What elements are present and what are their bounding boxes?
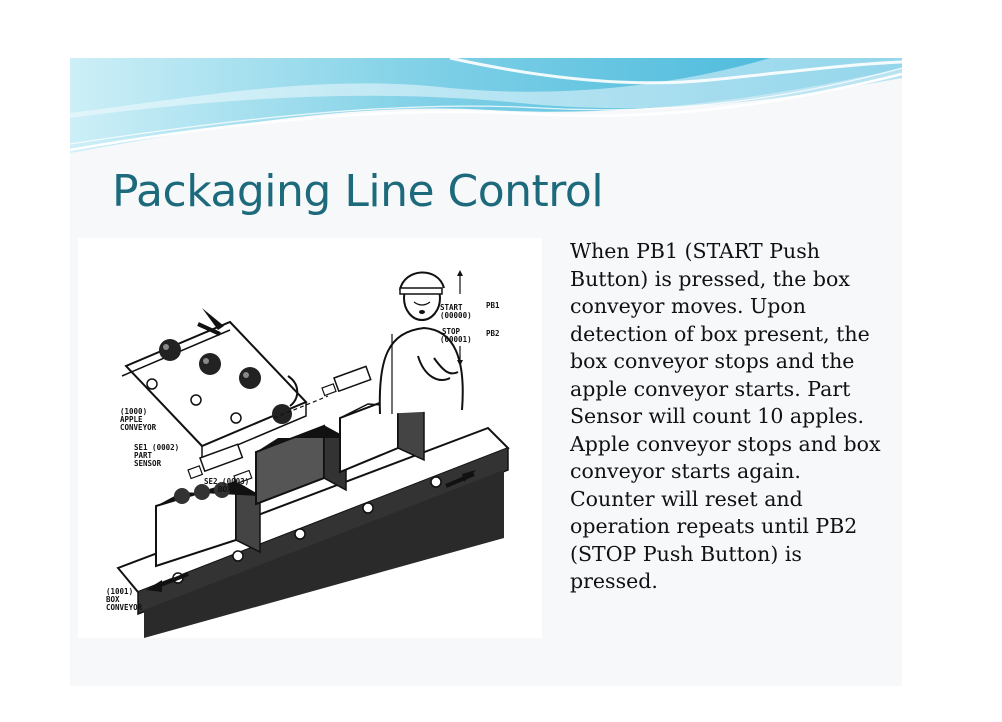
se2-label: SE2 (0003) [204, 477, 249, 486]
apple-conveyor-label-1: APPLE [120, 415, 143, 424]
slide: Packaging Line Control [70, 58, 902, 686]
pb1-label: PB1 [486, 301, 500, 310]
wave-header [70, 58, 902, 158]
boxes [155, 394, 425, 568]
stop-label: STOP [442, 327, 461, 336]
stop-address: (00001) [440, 335, 472, 344]
start-label: START [440, 303, 463, 312]
apple-conveyor-address: (1000) [120, 407, 147, 416]
box-conveyor [116, 426, 510, 638]
se1-label-3: SENSOR [134, 459, 162, 468]
apple-conveyor-label-2: CONVEYOR [120, 423, 157, 432]
se1-label: SE1 (0002) [134, 443, 179, 452]
box-conveyor-label-2: CONVEYOR [106, 603, 143, 612]
packaging-line-illustration: START (00000) STOP (00001) PB1 PB2 (1000… [78, 238, 542, 638]
pb2-label: PB2 [486, 329, 500, 338]
apples [159, 339, 292, 424]
se1-label-2: PART [134, 451, 153, 460]
operator-figure [378, 271, 464, 415]
slide-body-text: When PB1 (START Push Button) is pressed,… [570, 239, 881, 593]
slide-title: Packaging Line Control [112, 166, 604, 217]
box-conveyor-label-1: BOX [106, 595, 120, 604]
apple-conveyor [121, 308, 308, 462]
conveyor-diagram: START (00000) STOP (00001) PB1 PB2 (1000… [106, 270, 510, 638]
push-button-panel [457, 270, 463, 366]
box-conveyor-address: (1001) [106, 587, 133, 596]
start-address: (00000) [440, 311, 472, 320]
sensors [187, 365, 372, 485]
se2-label-2: BOX [218, 485, 232, 494]
